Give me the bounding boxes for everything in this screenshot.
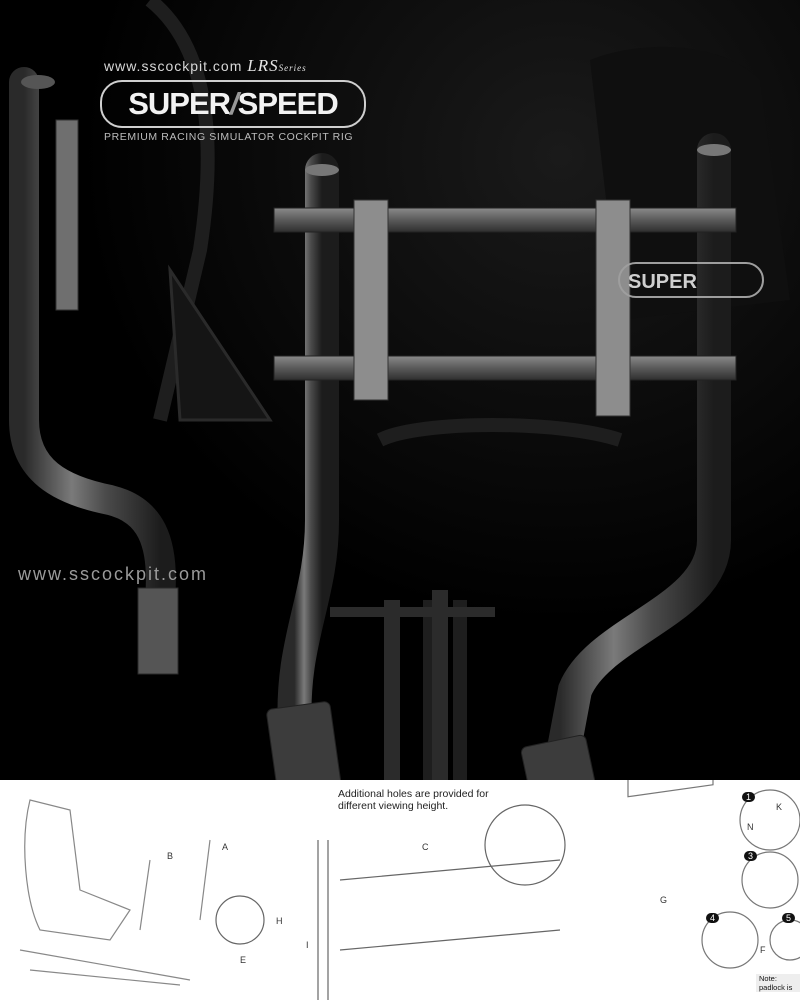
left-foot-clamp (266, 701, 343, 780)
left-base-clamp (137, 587, 179, 675)
label-n: N (747, 822, 754, 832)
brand-tagline: PREMIUM RACING SIMULATOR COCKPIT RIG (104, 131, 354, 143)
brand-logo: SUPER/SPEED (100, 80, 366, 128)
background-seat (590, 46, 790, 320)
monitor-mount-line-drawing (627, 780, 800, 969)
step-5-badge: 5 (782, 913, 795, 923)
label-g: G (660, 895, 668, 905)
brand-url: www.sscockpit.com LRSSeries (104, 56, 307, 75)
series-label: LRSSeries (247, 56, 307, 75)
step-4-badge: 4 (706, 913, 719, 923)
label-i: I (306, 940, 309, 950)
label-e: E (240, 955, 247, 965)
label-k: K (776, 802, 783, 812)
monitor-stand-right-upright (520, 133, 731, 780)
vesa-right-bracket (595, 199, 631, 417)
step-1-badge: 1 (742, 792, 755, 802)
label-b: B (167, 851, 174, 861)
seat-logo: SUPER (618, 262, 764, 298)
left-upright-pole (9, 67, 179, 675)
left-mount-plate (55, 119, 79, 311)
cockpit-line-drawing (19, 799, 211, 986)
monitor-stand-line-drawing (215, 804, 566, 1000)
label-c: C (422, 842, 429, 852)
watermark-url: www.sscockpit.com (18, 564, 209, 584)
right-foot-clamp (520, 734, 606, 780)
background-stand-photo (330, 590, 495, 780)
assembly-footnote: Note: padlock is (756, 974, 800, 992)
assembly-note: Additional holes are provided for differ… (338, 788, 489, 812)
product-photo (0, 0, 800, 780)
brand-name-left: SUPER (128, 86, 231, 121)
step-3-badge: 3 (744, 851, 757, 861)
vesa-left-bracket (353, 199, 389, 401)
label-a: A (222, 842, 229, 852)
assembly-diagram (0, 780, 800, 1000)
vesa-bottom-bar (273, 355, 737, 381)
label-h: H (276, 916, 283, 926)
background-bracket (168, 264, 273, 422)
label-f: F (760, 945, 766, 955)
vesa-top-bar (273, 207, 737, 233)
background-cockpit-frame (145, 0, 623, 780)
monitor-stand-left-upright (266, 153, 343, 780)
brand-name-right: SPEED (237, 86, 339, 121)
logo-slash-icon: / (230, 86, 239, 121)
